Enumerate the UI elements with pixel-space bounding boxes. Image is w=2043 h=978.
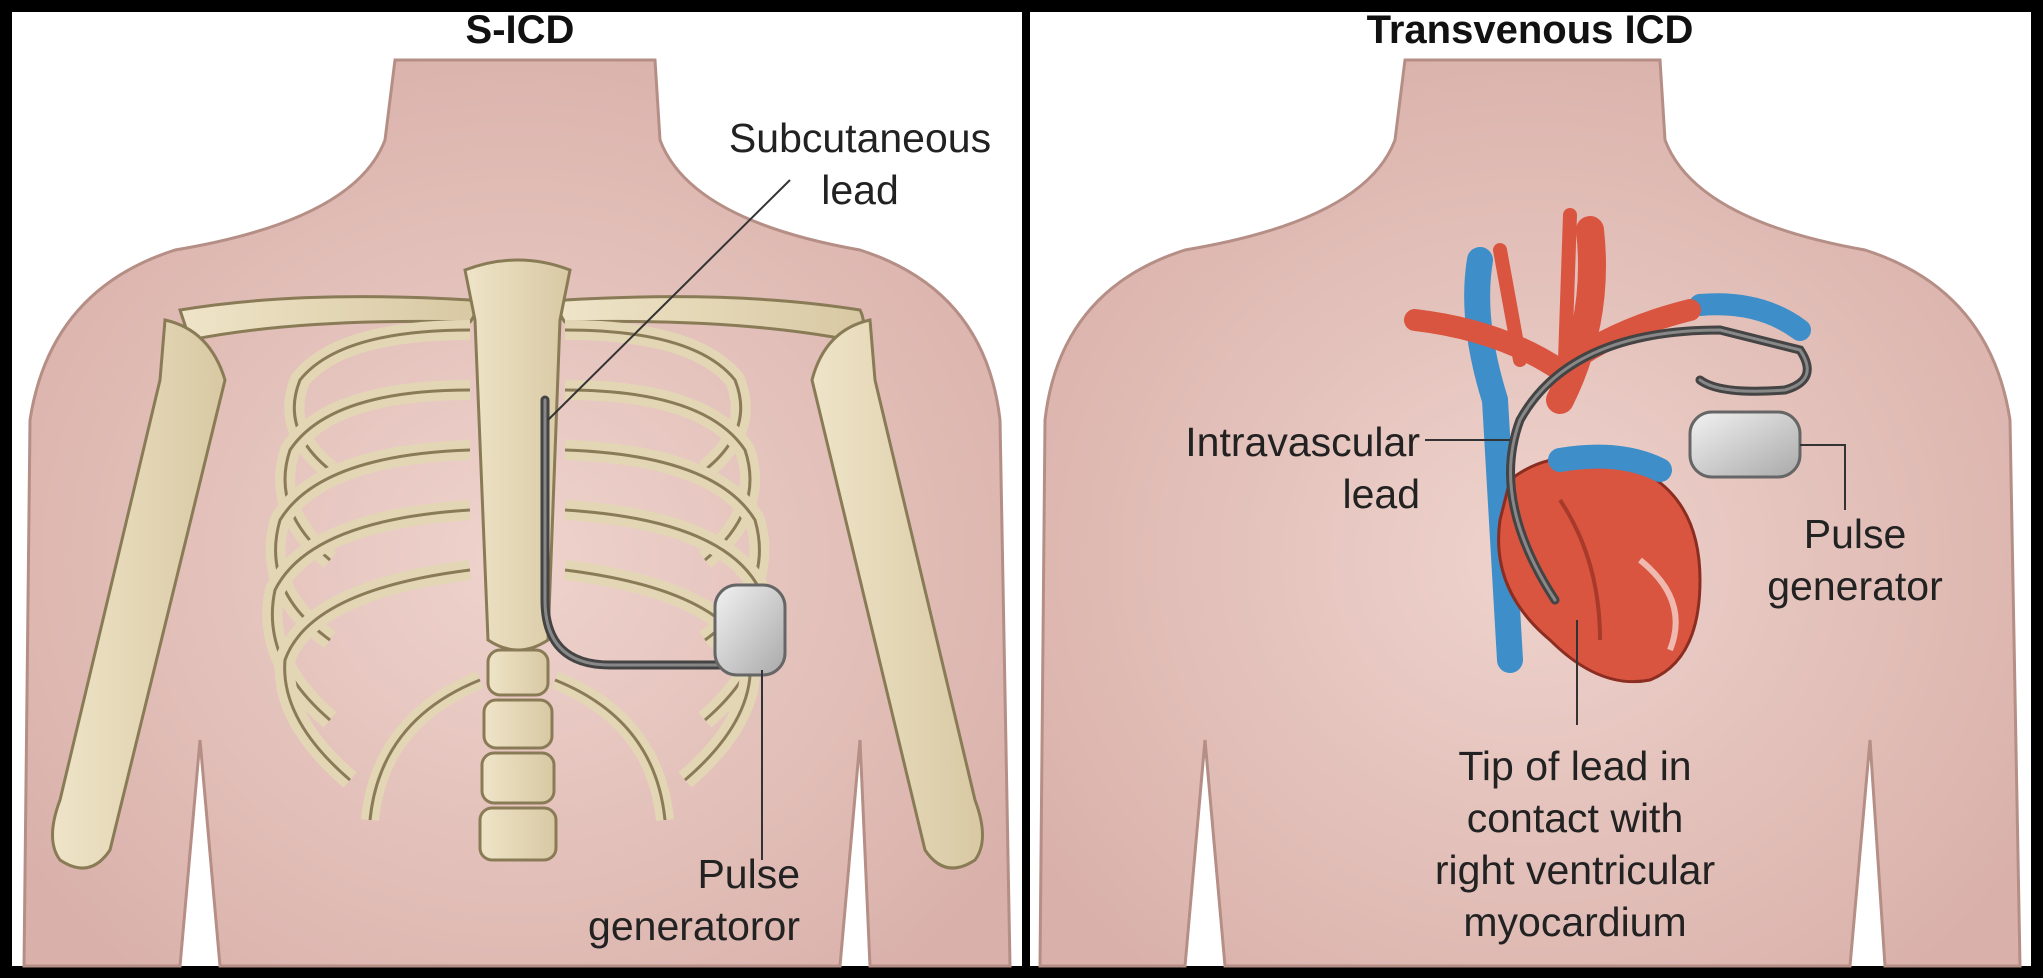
- sicd-pulse-generator-label: Pulse generatoror: [500, 848, 800, 952]
- lead-tip-label: Tip of lead in contact with right ventri…: [1385, 740, 1765, 948]
- tv-icd-title: Transvenous ICD: [1340, 8, 1720, 53]
- sicd-title: S-ICD: [420, 8, 620, 53]
- subcutaneous-lead-label: Subcutaneous lead: [690, 112, 1030, 216]
- tv-pulse-generator-label: Pulse generator: [1735, 508, 1975, 612]
- intravascular-lead-label: Intravascular lead: [1100, 416, 1420, 520]
- sicd-pulse-generator: [715, 585, 785, 675]
- spine: [480, 650, 556, 860]
- tv-pulse-generator: [1690, 412, 1800, 477]
